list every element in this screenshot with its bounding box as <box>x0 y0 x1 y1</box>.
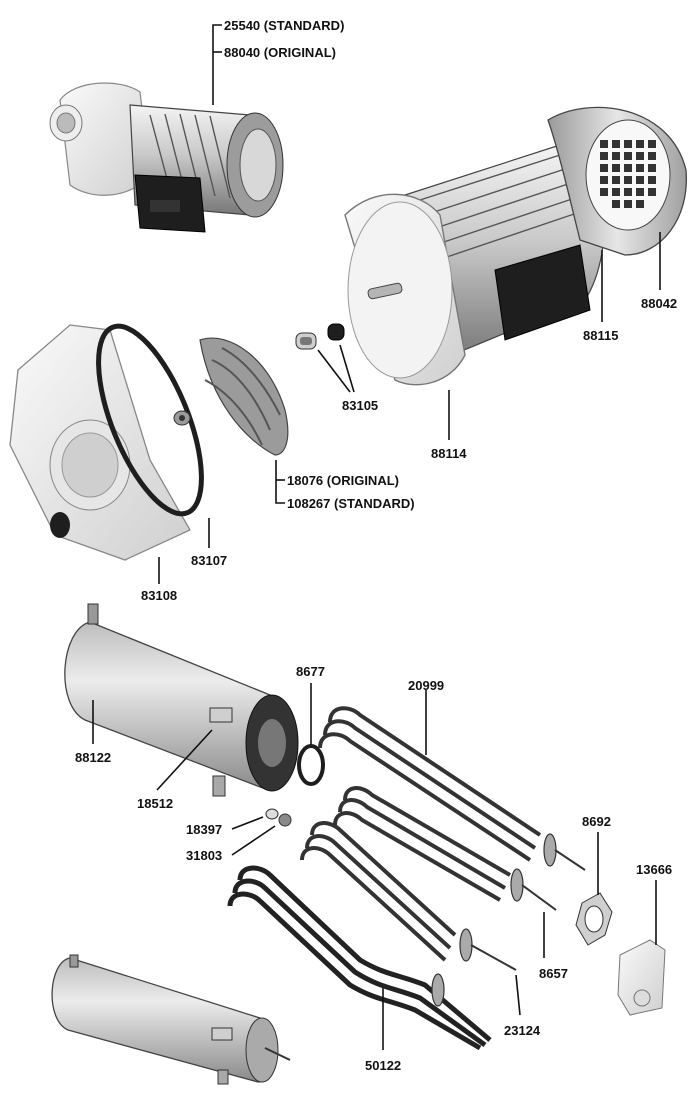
label-8677: 8677 <box>296 664 325 679</box>
label-18397: 18397 <box>186 822 222 837</box>
element-20999 <box>318 706 586 871</box>
label-88114: 88114 <box>431 446 467 461</box>
pump-assembly <box>49 82 284 233</box>
label-108267: 108267 (STANDARD) <box>287 496 415 511</box>
label-18512: 18512 <box>137 796 173 811</box>
element-23124 <box>300 821 517 971</box>
label-31803: 31803 <box>186 848 222 863</box>
leader-lines <box>92 24 661 1050</box>
label-83107: 83107 <box>191 553 227 568</box>
terminal-cover <box>617 939 666 1016</box>
label-20999: 20999 <box>408 678 444 693</box>
label-8692: 8692 <box>582 814 611 829</box>
shaft-seal <box>295 323 345 350</box>
label-8657: 8657 <box>539 966 568 981</box>
boiler-assembled <box>51 954 291 1085</box>
impeller-nut <box>173 410 191 426</box>
label-88040: 88040 (ORIGINAL) <box>224 45 336 60</box>
flange-gasket <box>575 892 613 946</box>
part-labels: 25540 (STANDARD) 88040 (ORIGINAL) 88042 … <box>75 18 677 1073</box>
label-25540: 25540 (STANDARD) <box>224 18 344 33</box>
motor-assembly <box>344 143 605 386</box>
boiler-tank <box>64 603 299 797</box>
impeller <box>199 337 289 456</box>
label-88122: 88122 <box>75 750 111 765</box>
label-18076: 18076 (ORIGINAL) <box>287 473 399 488</box>
label-83108: 83108 <box>141 588 177 603</box>
gasket-ring <box>297 744 325 786</box>
label-50122: 50122 <box>365 1058 401 1073</box>
pump-housing <box>9 324 191 561</box>
label-23124: 23124 <box>504 1023 541 1038</box>
label-88115: 88115 <box>583 328 618 343</box>
label-88042: 88042 <box>641 296 677 311</box>
element-50122 <box>227 865 492 1051</box>
drain-plug <box>278 813 292 827</box>
element-8657 <box>333 786 557 911</box>
washer <box>265 808 279 820</box>
label-13666: 13666 <box>636 862 672 877</box>
o-ring <box>96 323 204 517</box>
label-83105: 83105 <box>342 398 378 413</box>
fan-cover <box>547 106 687 256</box>
